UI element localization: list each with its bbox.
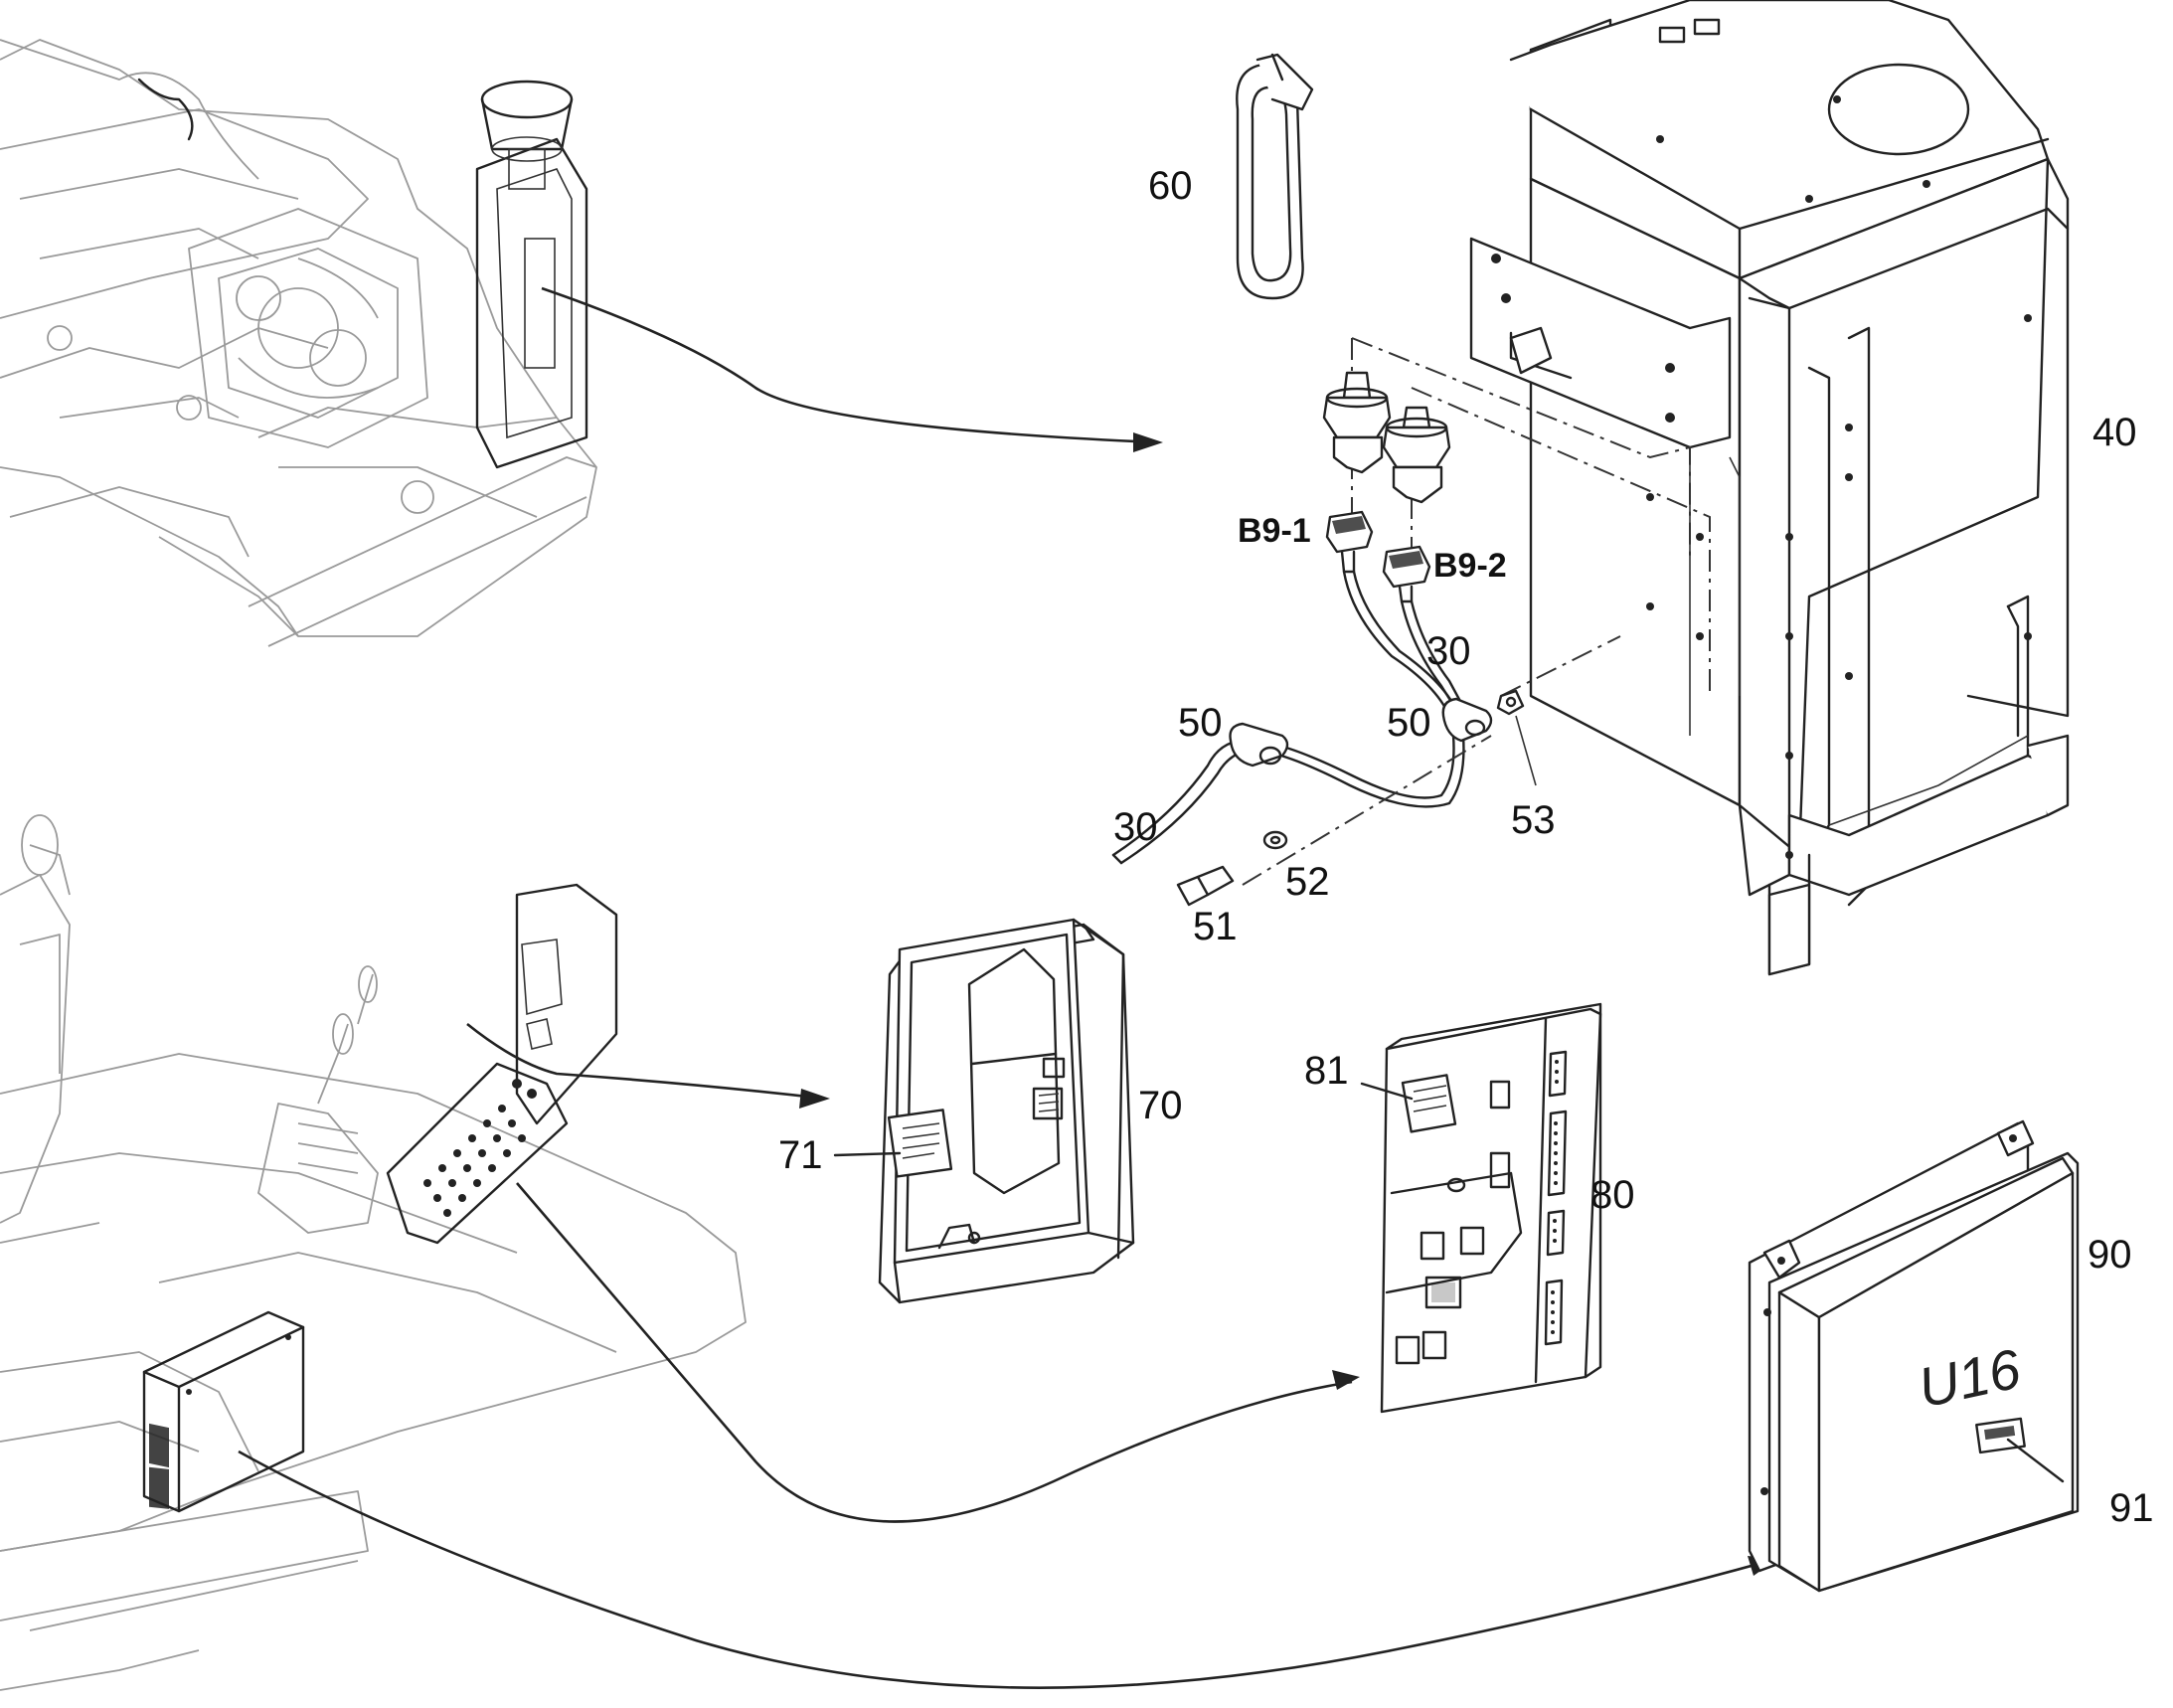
label-part-53: 53: [1511, 798, 1556, 842]
machine-frame-context-drawing: [0, 39, 597, 647]
label-part-71: 71: [778, 1133, 823, 1177]
cable-clamps-and-fasteners: [1176, 635, 1621, 907]
label-part-80: 80: [1590, 1173, 1635, 1217]
label-part-70: 70: [1138, 1084, 1183, 1127]
label-part-30-upper: 30: [1426, 629, 1471, 673]
label-part-30-lower: 30: [1113, 805, 1158, 849]
part-40-housing-bracket: [1469, 0, 2070, 976]
label-part-91: 91: [2109, 1486, 2154, 1530]
label-part-40: 40: [2092, 411, 2137, 454]
label-connector-b9-1: B9-1: [1238, 512, 1311, 550]
label-part-50-left: 50: [1178, 701, 1223, 745]
part-80-controller-board: [1380, 1002, 1602, 1414]
part-60-strap: [1236, 53, 1314, 300]
label-part-90: 90: [2088, 1233, 2132, 1277]
label-part-81: 81: [1304, 1049, 1349, 1093]
label-part-52: 52: [1285, 860, 1330, 904]
label-part-60: 60: [1148, 164, 1193, 208]
pressure-sensors-b9: [1111, 337, 1711, 865]
label-part-50-right: 50: [1387, 701, 1431, 745]
part-70-display-unit: [878, 918, 1135, 1304]
cab-console-context-drawing: [0, 814, 747, 1691]
label-part-51: 51: [1193, 905, 1238, 948]
callout-leader-lines: [833, 1082, 2065, 1483]
callout-labels: 40 60 30 30 50 50 51 52 53 70 71 80 81 9…: [778, 164, 2154, 1530]
label-connector-b9-2: B9-2: [1433, 547, 1507, 585]
part-90-control-module: U16: [1748, 1119, 2080, 1593]
